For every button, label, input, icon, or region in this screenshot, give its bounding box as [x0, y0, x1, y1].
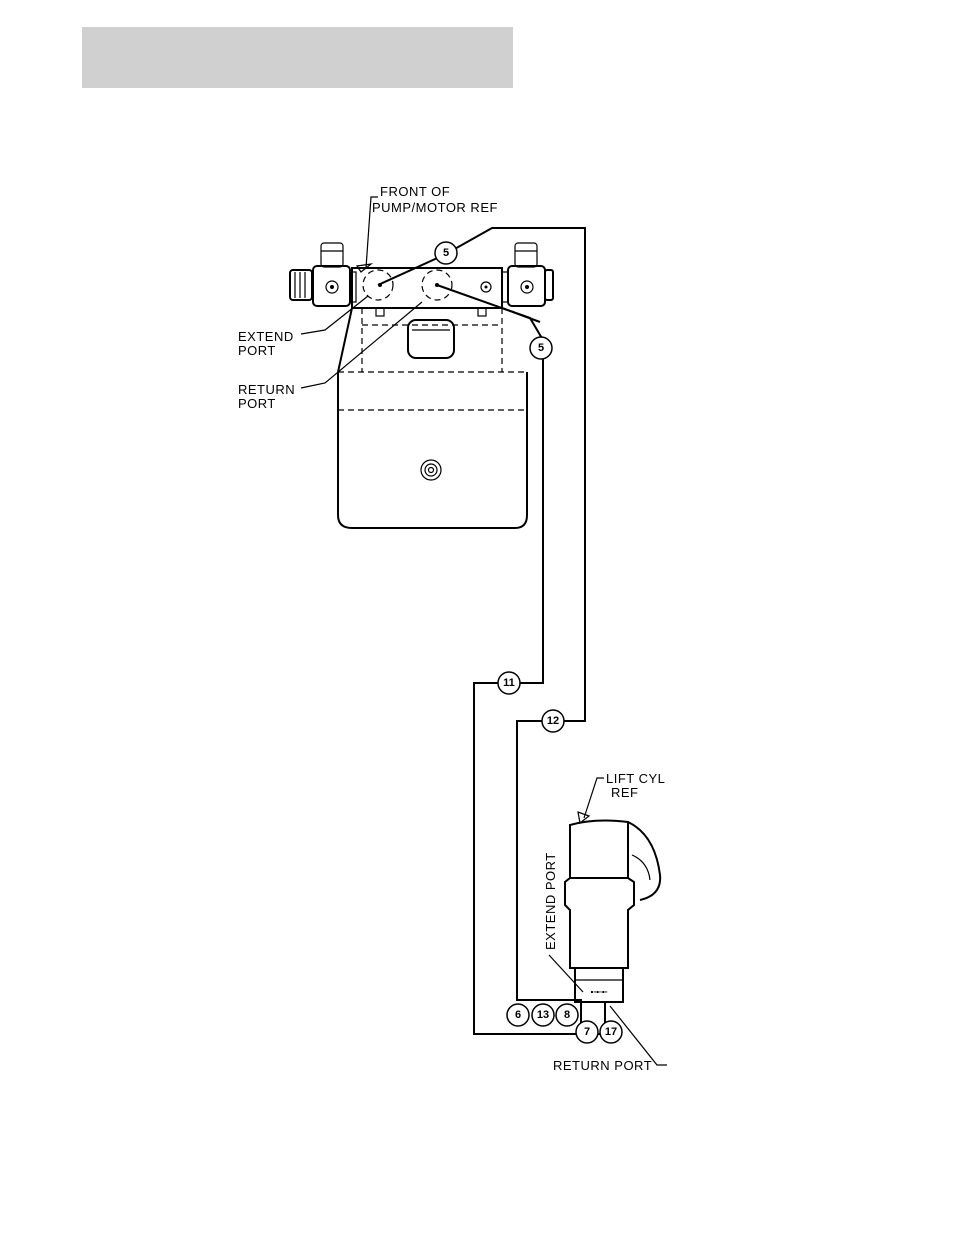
callout-17: 17	[600, 1021, 622, 1043]
cylinder-extend-port-label: EXTEND PORT	[543, 852, 558, 950]
leader-lines	[301, 197, 667, 1065]
callout-12-number: 12	[547, 715, 559, 727]
pump-motor-assembly	[290, 243, 553, 528]
svg-text:▪▫▪▫▪▫: ▪▫▪▫▪▫	[590, 988, 607, 997]
callout-6: 6	[507, 1004, 529, 1026]
lift-cyl-ref-label-1: LIFT CYL	[606, 771, 665, 786]
callout-5-side-number: 5	[538, 342, 544, 354]
callout-5-top-number: 5	[443, 247, 449, 259]
lift-cyl-ref-label-2: REF	[611, 785, 639, 800]
callout-8-number: 8	[564, 1009, 570, 1021]
callout-6-number: 6	[515, 1009, 521, 1021]
callout-17-number: 17	[605, 1026, 617, 1038]
callout-8: 8	[556, 1004, 578, 1026]
callout-12: 12	[542, 710, 564, 732]
callout-7: 7	[576, 1021, 598, 1043]
lift-cylinder: ▪▫▪▫▪▫	[565, 821, 660, 1002]
pump-return-port-label-2: PORT	[238, 396, 276, 411]
cylinder-return-port-label: RETURN PORT	[553, 1058, 652, 1073]
callout-5-top: 5	[435, 242, 457, 264]
callout-11: 11	[498, 672, 520, 694]
callout-11-number: 11	[503, 677, 515, 689]
pump-return-port-label-1: RETURN	[238, 382, 295, 397]
hose-return-line	[437, 285, 605, 1034]
callout-13: 13	[532, 1004, 554, 1026]
callout-5-side: 5	[530, 337, 552, 359]
callout-13-number: 13	[537, 1009, 549, 1021]
front-of-pump-motor-ref-label-2: PUMP/MOTOR REF	[372, 200, 498, 215]
front-of-pump-motor-ref-label-1: FRONT OF	[380, 184, 450, 199]
callout-7-number: 7	[584, 1026, 590, 1038]
pump-extend-port-label-2: PORT	[238, 343, 276, 358]
pump-extend-port-label-1: EXTEND	[238, 329, 294, 344]
